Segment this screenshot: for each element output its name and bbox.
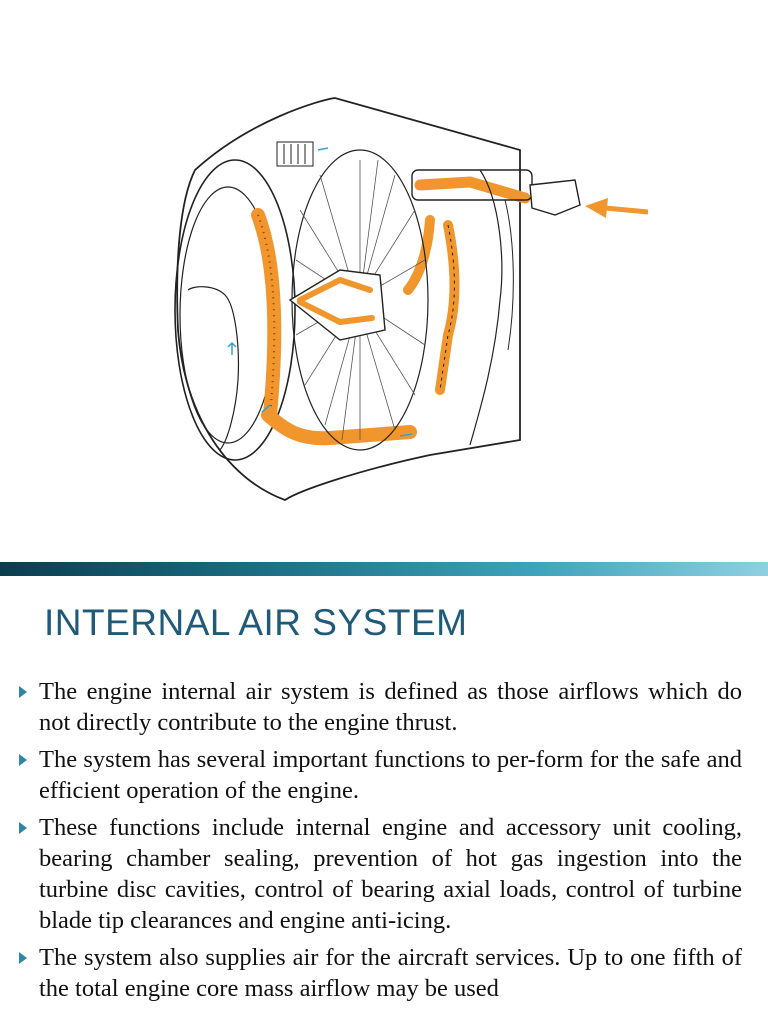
bullet-text: The system has several important functio… — [39, 746, 742, 804]
bullet-text: The engine internal air system is define… — [39, 678, 742, 736]
bullet-triangle-icon — [19, 754, 27, 766]
bullet-triangle-icon — [19, 952, 27, 964]
bullet-text: These functions include internal engine … — [39, 814, 742, 934]
engine-cutaway-figure — [174, 97, 649, 502]
engine-cutaway-illustration — [174, 97, 649, 502]
list-item: The system also supplies air for the air… — [14, 942, 742, 1004]
bullet-triangle-icon — [19, 822, 27, 834]
list-item: These functions include internal engine … — [14, 812, 742, 936]
title-divider-bar — [0, 562, 768, 576]
list-item: The engine internal air system is define… — [14, 676, 742, 738]
bullet-triangle-icon — [19, 686, 27, 698]
bullet-text: The system also supplies air for the air… — [39, 944, 742, 1002]
list-item: The system has several important functio… — [14, 744, 742, 806]
slide-title: INTERNAL AIR SYSTEM — [44, 602, 468, 643]
bullet-list: The engine internal air system is define… — [14, 676, 742, 1010]
